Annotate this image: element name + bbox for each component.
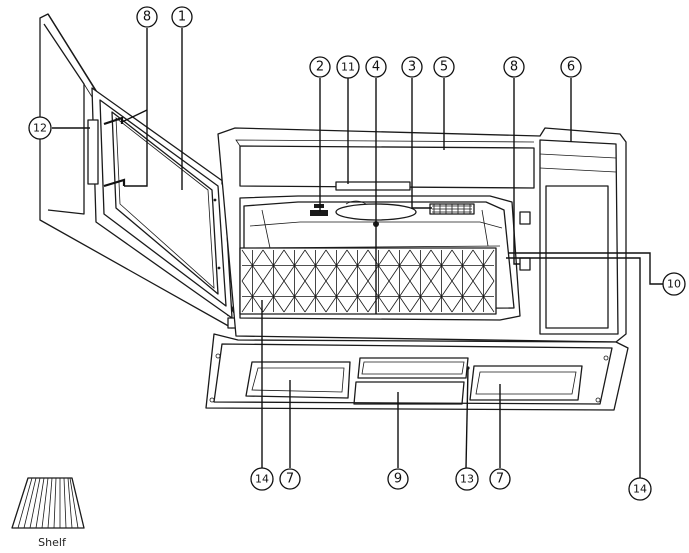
callout-c14a: 14	[251, 468, 273, 490]
svg-text:7: 7	[286, 472, 294, 487]
callout-c8b: 8	[504, 57, 524, 77]
svg-text:7: 7	[496, 472, 504, 487]
callout-c7a: 7	[280, 469, 300, 489]
svg-text:3: 3	[408, 60, 416, 75]
svg-text:14: 14	[633, 483, 647, 496]
callout-c11: 11	[337, 56, 359, 78]
callout-c5: 5	[434, 57, 454, 77]
heating-element	[430, 204, 474, 214]
svg-text:14: 14	[255, 473, 269, 486]
door-handle	[88, 120, 98, 184]
microwave-body	[218, 128, 626, 342]
svg-text:8: 8	[510, 60, 518, 75]
svg-text:1: 1	[178, 10, 186, 25]
callout-c3: 3	[402, 57, 422, 77]
shelf-label: Shelf	[22, 536, 82, 549]
callout-c4: 4	[366, 57, 386, 77]
callout-c2: 2	[310, 57, 330, 77]
callout-c1: 1	[172, 7, 192, 27]
svg-text:2: 2	[316, 60, 324, 75]
svg-text:9: 9	[394, 472, 402, 487]
callout-c7b: 7	[490, 469, 510, 489]
callout-c12: 12	[29, 117, 51, 139]
svg-text:13: 13	[460, 473, 474, 486]
svg-text:4: 4	[372, 60, 380, 75]
callout-c13: 13	[456, 468, 478, 490]
callout-c10: 10	[663, 273, 685, 295]
svg-text:11: 11	[341, 61, 355, 74]
svg-text:10: 10	[667, 278, 681, 291]
door-safety-lock-top	[520, 212, 530, 224]
callout-c9: 9	[388, 469, 408, 489]
door-safety-lock-bottom	[520, 258, 530, 270]
svg-text:6: 6	[567, 60, 575, 75]
microwave-bottom	[206, 334, 628, 410]
svg-text:5: 5	[440, 60, 448, 75]
callout-c8a: 8	[137, 7, 157, 27]
svg-text:12: 12	[33, 122, 47, 135]
callout-c6: 6	[561, 57, 581, 77]
svg-text:8: 8	[143, 10, 151, 25]
shelf-icon	[12, 478, 84, 528]
door	[40, 14, 240, 328]
waveguide-cover	[336, 182, 410, 190]
callout-c14b: 14	[629, 478, 651, 500]
